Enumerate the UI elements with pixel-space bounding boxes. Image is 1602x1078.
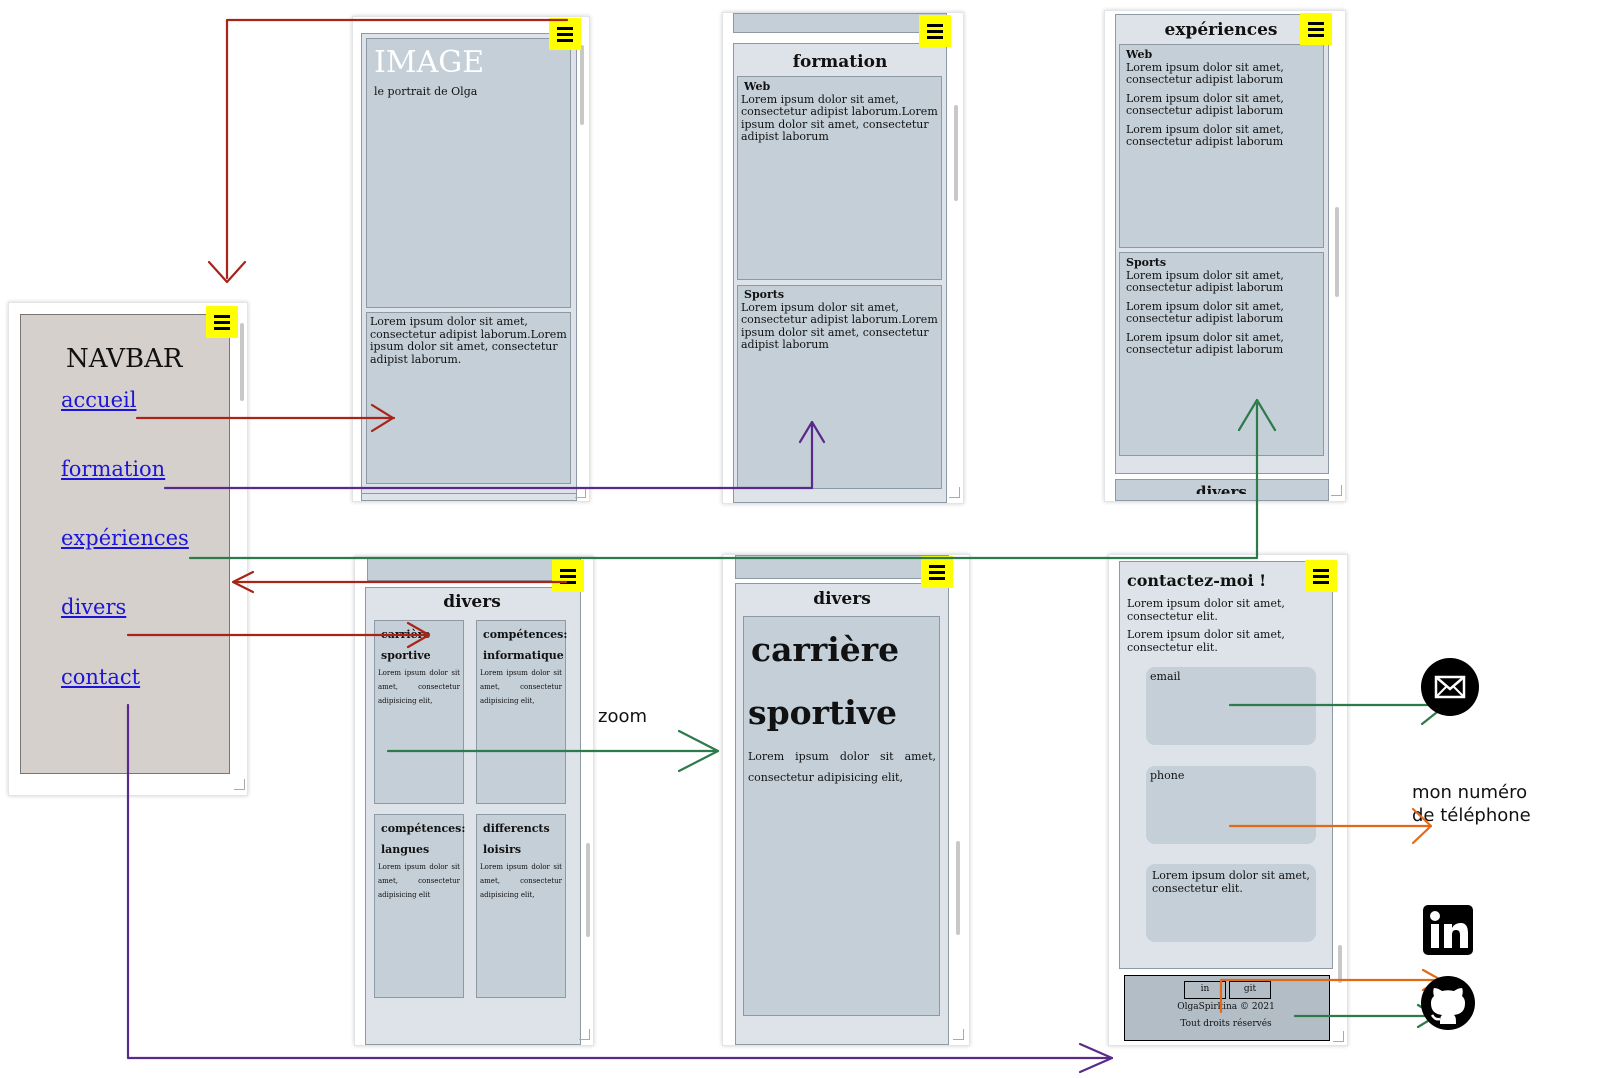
zoom-label: zoom <box>598 706 648 727</box>
navbar-title: NAVBAR <box>66 344 183 374</box>
divers-cell-title: compétences: langues <box>381 822 466 856</box>
nav-link-divers[interactable]: divers <box>61 595 127 619</box>
divers-cell-text: Lorem ipsum dolor sit amet, consectetur … <box>480 669 562 705</box>
divers-cell-text: Lorem ipsum dolor sit amet, consectetur … <box>378 669 460 705</box>
phone-label: phone <box>1150 769 1185 782</box>
image-caption: le portrait de Olga <box>374 85 478 98</box>
experiences-web-box <box>1119 44 1324 248</box>
linkedin-icon[interactable] <box>1423 905 1473 955</box>
formation-web-text: Web Lorem ipsum dolor sit amet, consecte… <box>741 80 939 144</box>
email-label: email <box>1150 670 1181 683</box>
zoom-big-line1: carrière <box>751 630 900 669</box>
hamburger-icon[interactable] <box>919 15 951 47</box>
nav-link-formation[interactable]: formation <box>61 457 166 481</box>
footer-rights: Tout droits réservés <box>1180 1019 1272 1029</box>
formation-sports-body: Lorem ipsum dolor sit amet, consectetur … <box>741 300 938 351</box>
experiences-next-title: divers <box>1196 484 1247 494</box>
phone-field[interactable]: phone <box>1146 766 1316 844</box>
message-field[interactable]: Lorem ipsum dolor sit amet, consectetur … <box>1146 864 1316 942</box>
experiences-sports-text: Sports Lorem ipsum dolor sit amet, conse… <box>1126 256 1322 363</box>
formation-title: formation <box>792 52 888 72</box>
divers-cell-content: compétences: informatique Lorem ipsum do… <box>480 624 568 708</box>
zoom-cell <box>743 616 940 1016</box>
divers-title: divers <box>443 592 501 612</box>
phone-annotation-line2: de téléphone <box>1412 805 1531 826</box>
formation-web-body: Lorem ipsum dolor sit amet, consectetur … <box>741 92 938 143</box>
zoom-big-line2: sportive <box>748 693 897 732</box>
zoom-text: Lorem ipsum dolor sit amet, consectetur … <box>748 750 936 784</box>
accueil-text: Lorem ipsum dolor sit amet, consectetur … <box>370 315 567 366</box>
mail-icon[interactable] <box>1421 658 1479 716</box>
formation-web-box <box>737 76 942 280</box>
email-field[interactable]: email <box>1146 667 1316 745</box>
hamburger-icon[interactable] <box>921 556 953 588</box>
divers-cell-title: compétences: informatique <box>483 628 568 662</box>
experiences-web-item: Lorem ipsum dolor sit amet, consectetur … <box>1126 122 1284 148</box>
divers-cell-title: differencts loisirs <box>483 822 550 856</box>
divers-cell-content: compétences: langues Lorem ipsum dolor s… <box>378 818 466 902</box>
formation-sports-title: Sports <box>744 288 785 301</box>
image-title: IMAGE <box>374 45 485 80</box>
nav-link-accueil[interactable]: accueil <box>61 388 137 412</box>
divers-cell-content: carrière sportive Lorem ipsum dolor sit … <box>378 624 460 708</box>
contact-title: contactez-moi ! <box>1127 571 1267 590</box>
footer-copyright: OlgaSpirkina © 2021 <box>1177 1002 1275 1012</box>
footer-in-button[interactable]: in <box>1184 981 1226 999</box>
formation-web-title: Web <box>744 80 771 93</box>
footer-git-button[interactable]: git <box>1229 981 1271 999</box>
message-text: Lorem ipsum dolor sit amet, consectetur … <box>1152 869 1310 895</box>
hamburger-icon[interactable] <box>552 560 584 592</box>
divers-cell-content: differencts loisirs Lorem ipsum dolor si… <box>480 818 562 902</box>
zoom-title: divers <box>813 589 871 609</box>
divers-cell-text: Lorem ipsum dolor sit amet, consectetur … <box>378 863 460 899</box>
experiences-title: expériences <box>1164 20 1278 40</box>
formation-sports-text: Sports Lorem ipsum dolor sit amet, conse… <box>741 288 939 352</box>
contact-p1: Lorem ipsum dolor sit amet, consectetur … <box>1127 597 1285 623</box>
hamburger-icon[interactable] <box>1305 560 1337 592</box>
experiences-web-title: Web <box>1126 48 1153 61</box>
nav-link-experiences[interactable]: expériences <box>61 526 189 550</box>
divers-cell-text: Lorem ipsum dolor sit amet, consectetur … <box>480 863 562 899</box>
experiences-sports-title: Sports <box>1126 256 1167 269</box>
experiences-sports-item: Lorem ipsum dolor sit amet, consectetur … <box>1126 268 1284 294</box>
nav-link-contact[interactable]: contact <box>61 665 141 689</box>
hamburger-icon[interactable] <box>549 18 581 50</box>
contact-p2: Lorem ipsum dolor sit amet, consectetur … <box>1127 628 1285 654</box>
experiences-sports-item: Lorem ipsum dolor sit amet, consectetur … <box>1126 330 1284 356</box>
hamburger-icon[interactable] <box>1300 13 1332 45</box>
experiences-web-item: Lorem ipsum dolor sit amet, consectetur … <box>1126 60 1284 86</box>
experiences-web-item: Lorem ipsum dolor sit amet, consectetur … <box>1126 91 1284 117</box>
experiences-sports-item: Lorem ipsum dolor sit amet, consectetur … <box>1126 299 1284 325</box>
phone-annotation-line1: mon numéro <box>1412 782 1528 803</box>
divers-cell-title: carrière sportive <box>381 628 431 662</box>
hamburger-icon[interactable] <box>206 306 238 338</box>
experiences-web-text: Web Lorem ipsum dolor sit amet, consecte… <box>1126 48 1322 155</box>
github-icon[interactable] <box>1420 975 1476 1031</box>
